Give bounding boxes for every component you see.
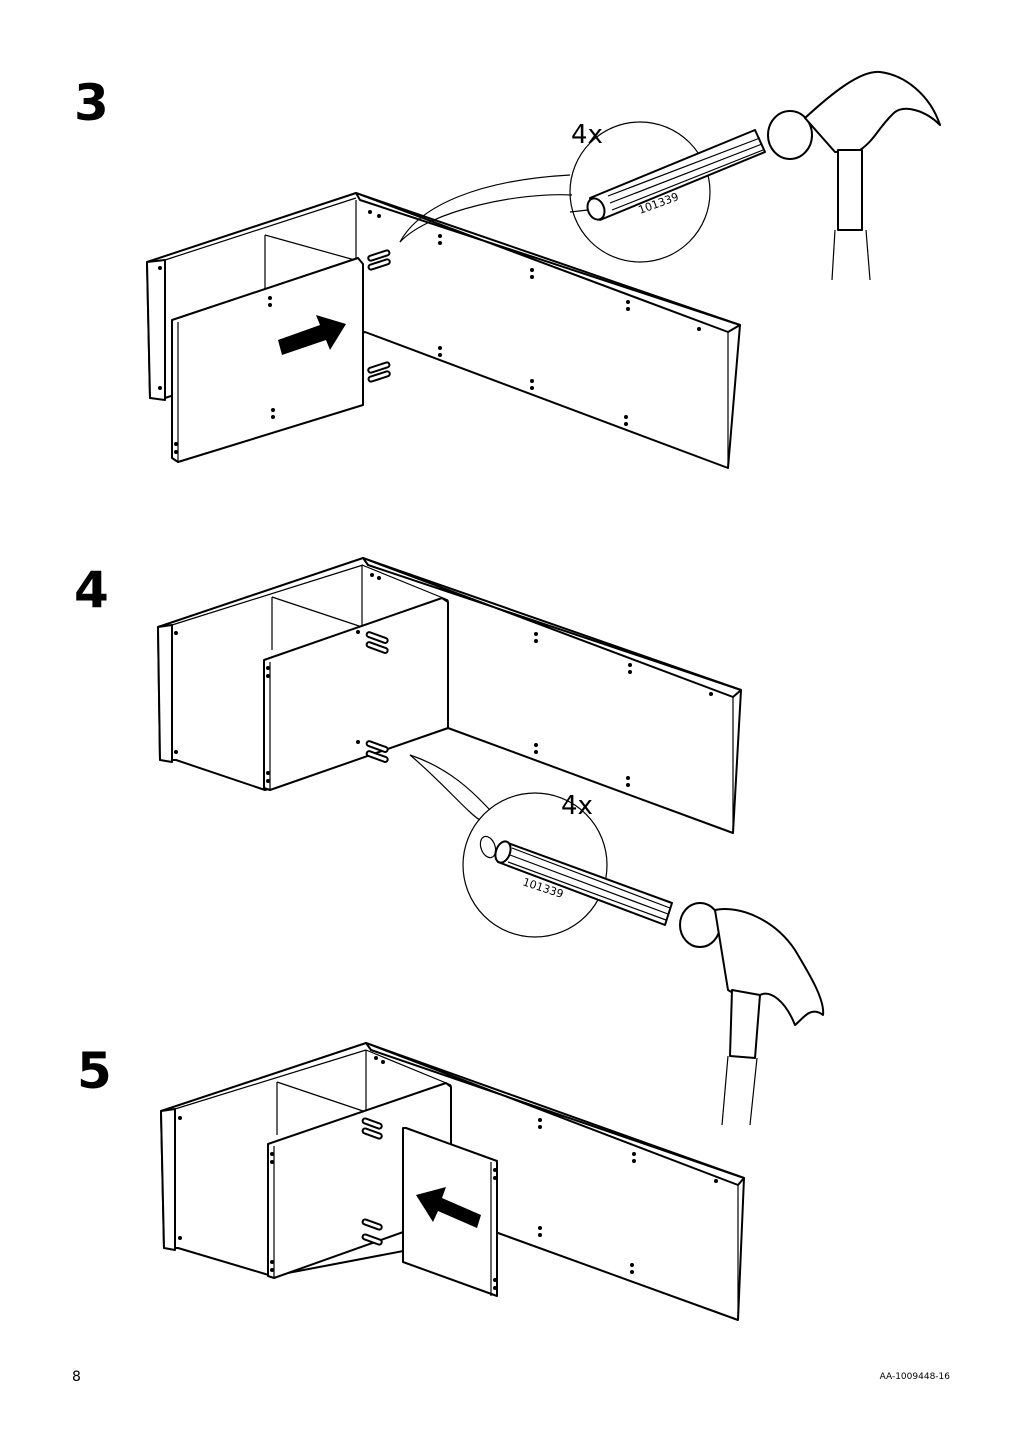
dowel-icon bbox=[365, 631, 389, 763]
hammer-icon bbox=[767, 70, 941, 281]
push-arrow-icon bbox=[278, 315, 346, 355]
dowel-icon bbox=[367, 249, 391, 383]
step-number-5: 5 bbox=[77, 1042, 112, 1100]
step-4-illustration bbox=[157, 557, 825, 1126]
dowel-icon bbox=[361, 1117, 383, 1246]
dowel-icon bbox=[569, 129, 766, 221]
document-id: AA-1009448-16 bbox=[879, 1372, 950, 1382]
step-3-illustration bbox=[146, 70, 941, 469]
step-3-quantity: 4x bbox=[571, 120, 603, 150]
page-number: 8 bbox=[72, 1369, 81, 1385]
step-number-4: 4 bbox=[74, 561, 109, 619]
push-arrow-icon bbox=[416, 1187, 481, 1228]
step-number-3: 3 bbox=[74, 74, 109, 132]
hammer-icon bbox=[679, 902, 825, 1126]
step-4-quantity: 4x bbox=[561, 791, 593, 821]
step-5-illustration bbox=[160, 1042, 745, 1321]
dowel-icon bbox=[479, 835, 673, 926]
